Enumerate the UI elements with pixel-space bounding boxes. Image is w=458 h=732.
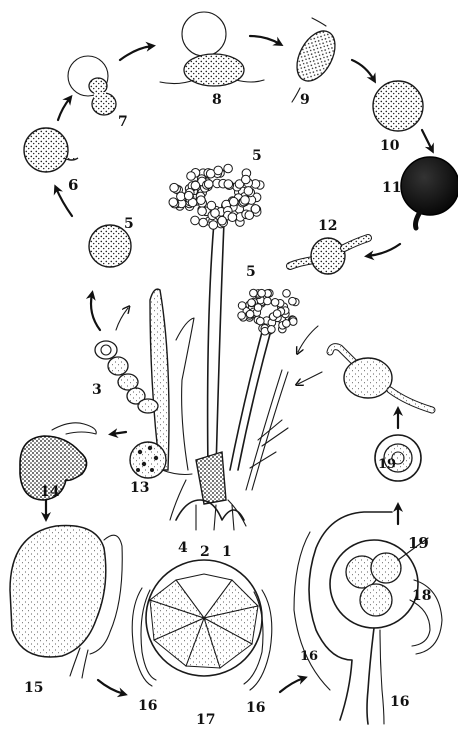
- spore-sphere: [207, 201, 216, 210]
- label-2: 2: [200, 544, 210, 560]
- stage-11-dark-zygospore-germinating: [401, 157, 458, 228]
- label-5-left: 5: [124, 216, 134, 232]
- stage-13-gemma: [130, 442, 192, 478]
- stage-9-zygospore-forming: [289, 18, 343, 102]
- spore-sphere: [228, 213, 237, 222]
- stage-10-zygospore: [373, 81, 423, 131]
- spore-sphere: [289, 318, 297, 326]
- spore-sphere: [238, 312, 246, 320]
- spore-sphere: [184, 191, 193, 200]
- label-19-small: 19: [378, 457, 396, 472]
- spore-sphere: [214, 166, 223, 175]
- spore-sphere: [229, 197, 238, 206]
- spore-sphere: [187, 172, 196, 181]
- spore-sphere: [271, 299, 279, 307]
- label-5-middle: 5: [246, 264, 256, 280]
- spore-sphere: [198, 207, 207, 216]
- arrow-15-to-17: [98, 680, 124, 694]
- arrow-12-to-sporangiophore: [298, 326, 318, 352]
- spore-sphere: [169, 198, 178, 207]
- label-16-left: 16: [138, 698, 157, 714]
- label-11: 11: [382, 180, 401, 196]
- spore-sphere: [209, 221, 218, 230]
- label-17: 17: [196, 712, 215, 728]
- label-9: 9: [300, 92, 310, 108]
- stage-15-mycelium-mass: [10, 525, 122, 678]
- label-18: 18: [412, 588, 431, 604]
- spore-sphere: [177, 192, 186, 201]
- label-16-right-a: 16: [300, 649, 318, 664]
- spore-sphere: [241, 196, 250, 205]
- label-5-top: 5: [252, 148, 262, 164]
- stage-3-spore-chain: [95, 341, 158, 413]
- arrow-7-to-8: [120, 46, 152, 60]
- label-15: 15: [24, 680, 43, 696]
- stage-7-germination: [68, 56, 116, 115]
- label-3: 3: [92, 382, 102, 398]
- sporangiophore-group: [150, 222, 288, 530]
- stage-zygote-with-suspensors: [330, 347, 432, 410]
- label-10: 10: [380, 138, 400, 154]
- arrow-6-to-7: [58, 98, 70, 120]
- spore-sphere: [224, 164, 233, 173]
- label-1: 1: [222, 544, 232, 560]
- spore-sphere: [264, 297, 272, 305]
- label-16-middle: 16: [246, 700, 265, 716]
- arrow-8-to-9: [250, 36, 280, 44]
- spore-sphere: [258, 289, 266, 297]
- arrow-17-to-18: [280, 678, 304, 692]
- spore-sphere: [246, 310, 254, 318]
- label-16-right-b: 16: [390, 694, 409, 710]
- arrow-3-to-5: [91, 294, 100, 330]
- spore-sphere: [191, 216, 200, 225]
- arrow-11-to-12: [368, 244, 400, 256]
- stage-17-progametangia: [132, 560, 272, 690]
- spore-sphere: [204, 180, 213, 189]
- spore-sphere: [283, 290, 291, 298]
- spore-sphere: [242, 175, 251, 184]
- label-6: 6: [68, 176, 78, 194]
- label-4: 4: [178, 540, 188, 556]
- spore-sphere: [289, 297, 297, 305]
- label-7: 7: [118, 114, 128, 130]
- spore-sphere: [250, 289, 258, 297]
- stage-8-conjugation: [160, 12, 264, 86]
- arrow-13-to-14: [112, 432, 126, 434]
- spore-sphere: [283, 320, 291, 328]
- spore-sphere: [199, 218, 208, 227]
- spore-sphere: [257, 317, 265, 325]
- spore-sphere: [244, 187, 253, 196]
- spore-sphere: [191, 181, 200, 190]
- label-14: 14: [40, 484, 60, 500]
- arrow-10-to-11: [422, 130, 432, 150]
- arrow-sporangium-spread: [116, 308, 128, 330]
- spore-sphere: [197, 196, 206, 205]
- stage-12-germ-sporangium: [290, 238, 368, 274]
- spore-sphere: [224, 180, 233, 189]
- spore-sphere: [218, 216, 227, 225]
- arrow-9-to-10: [352, 60, 374, 80]
- spore-sphere: [248, 299, 256, 307]
- spore-sphere: [273, 310, 281, 318]
- label-12: 12: [318, 218, 337, 234]
- stage-6-spore-germinating: [24, 128, 78, 172]
- label-8: 8: [212, 92, 222, 108]
- spore-sphere: [245, 211, 254, 220]
- spore-sphere: [238, 302, 246, 310]
- label-19: 19: [408, 534, 429, 552]
- spore-sphere: [268, 326, 276, 334]
- spore-sphere: [170, 183, 179, 192]
- label-13: 13: [130, 480, 149, 496]
- arrow-right-to-hyphae: [298, 372, 322, 384]
